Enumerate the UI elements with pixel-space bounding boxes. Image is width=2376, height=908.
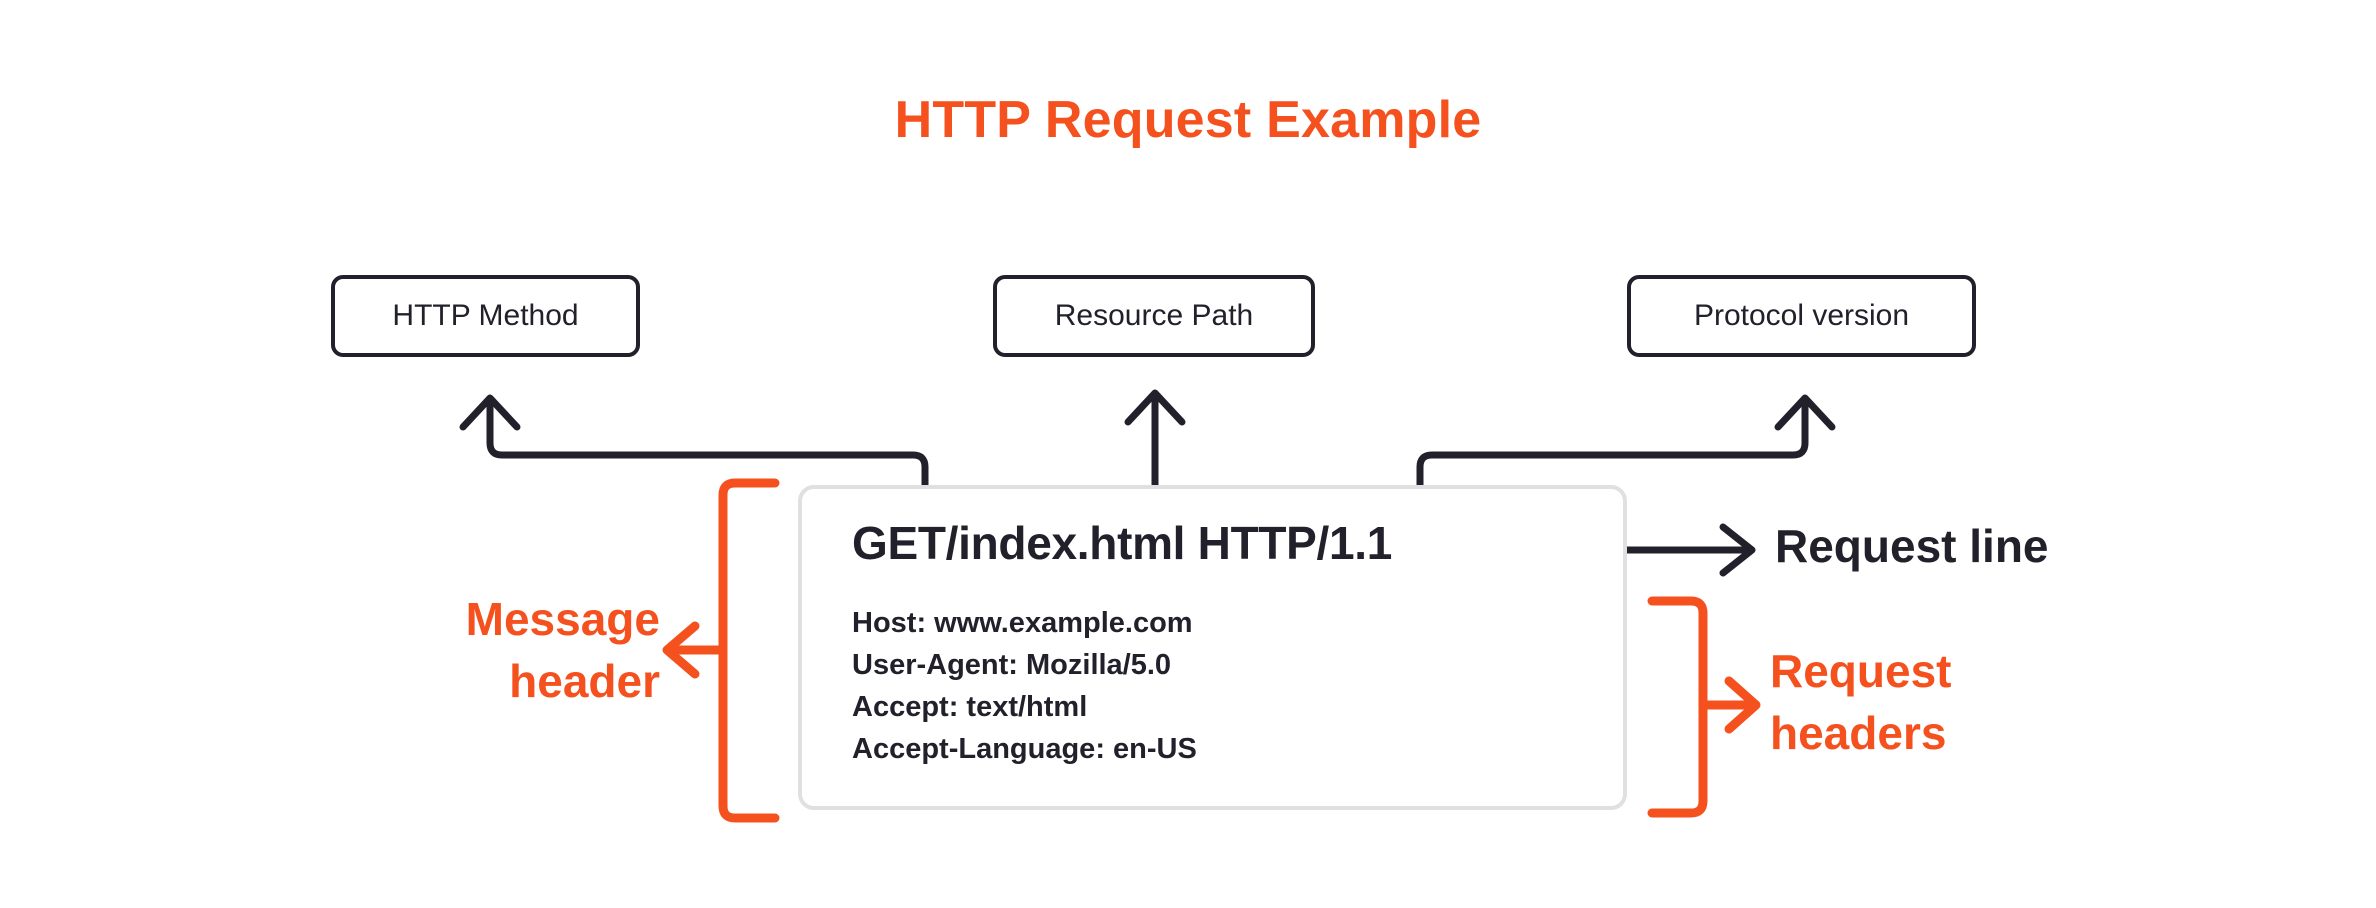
callout-protocol-version-label: Protocol version <box>1693 299 1910 332</box>
arrow-up-icon <box>459 394 521 431</box>
callout-resource-path[interactable]: Resource Path <box>993 275 1315 357</box>
request-headers-annotation: Request headers <box>1770 640 2170 764</box>
header-line-user-agent: User-Agent: Mozilla/5.0 <box>852 649 1172 681</box>
bracket-request-headers <box>1647 596 1761 818</box>
message-header-annotation-line1: Message <box>465 593 660 645</box>
callout-http-method-label: HTTP Method <box>392 299 579 332</box>
bracket-left-icon <box>718 478 780 823</box>
request-headers-annotation-line1: Request <box>1770 645 1952 697</box>
callout-http-method[interactable]: HTTP Method <box>331 275 640 357</box>
arrow-left-icon <box>662 621 700 679</box>
request-line-text: GET/index.html HTTP/1.1 <box>852 517 1393 569</box>
request-headers-annotation-line2: headers <box>1770 707 1947 759</box>
header-line-accept-language: Accept-Language: en-US <box>852 733 1197 765</box>
callout-protocol-version[interactable]: Protocol version <box>1627 275 1976 357</box>
request-headers-text: Host: www.example.com User-Agent: Mozill… <box>852 602 1197 770</box>
request-line-annotation: Request line <box>1775 520 2049 572</box>
arrow-right-icon <box>1724 676 1761 734</box>
http-message-box <box>798 485 1627 810</box>
page-title: HTTP Request Example <box>894 91 1482 149</box>
header-line-accept: Accept: text/html <box>852 691 1088 723</box>
message-header-annotation-line2: header <box>509 655 660 707</box>
header-line-host: Host: www.example.com <box>852 607 1193 639</box>
bracket-right-icon <box>1647 596 1708 818</box>
message-header-annotation: Message header <box>260 588 660 712</box>
arrow-up-icon <box>1124 389 1186 426</box>
callout-resource-path-label: Resource Path <box>1054 299 1254 332</box>
bracket-message-header <box>662 478 780 823</box>
arrow-right-icon <box>1719 523 1756 577</box>
arrow-up-icon <box>1774 394 1836 431</box>
